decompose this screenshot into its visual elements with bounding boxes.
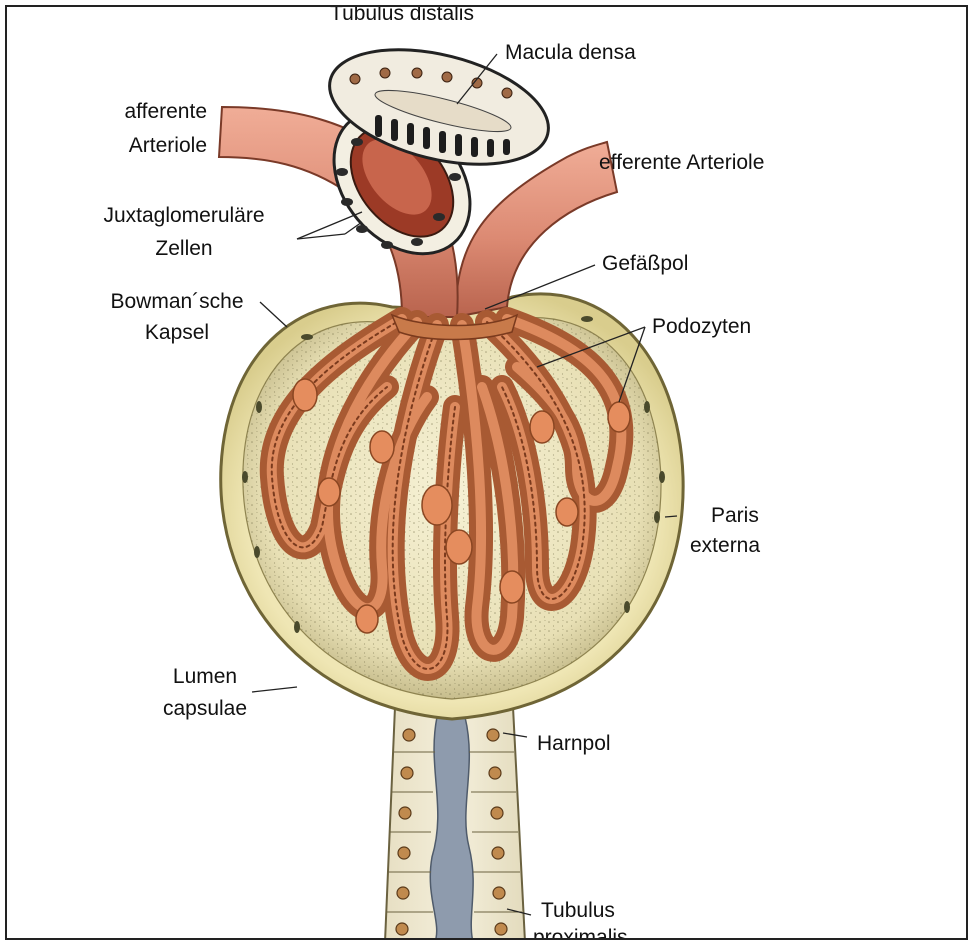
label-paris-externa-line2: externa — [690, 533, 760, 559]
label-juxtaglomerulaere-line1: Juxtaglomeruläre — [89, 203, 279, 229]
label-efferente-arteriole: efferente Arteriole — [599, 150, 764, 176]
label-juxtaglomerulaere-line2: Zellen — [89, 236, 279, 262]
label-afferente-line2: Arteriole — [97, 133, 207, 159]
label-bowman-line2: Kapsel — [97, 320, 257, 346]
tubulus-proximalis — [385, 707, 525, 940]
label-lumen-capsulae-line2: capsulae — [155, 696, 255, 722]
label-podozyten: Podozyten — [652, 314, 751, 340]
label-harnpol: Harnpol — [537, 731, 611, 757]
efferente-arteriole-shape — [455, 142, 617, 317]
label-macula-densa: Macula densa — [505, 40, 636, 66]
label-tubulus-proximalis-line2: proximalis — [533, 925, 628, 940]
label-paris-externa-line1: Paris — [711, 503, 759, 529]
label-tubulus-distalis: Tubulus distalis — [312, 5, 492, 27]
diagram-frame: Tubulus distalis Macula densa afferente … — [5, 5, 968, 940]
label-afferente-line1: afferente — [97, 99, 207, 125]
label-gefaesspol: Gefäßpol — [602, 251, 688, 277]
label-bowman-line1: Bowman´sche — [97, 289, 257, 315]
label-tubulus-proximalis-line1: Tubulus — [541, 898, 615, 924]
label-lumen-capsulae-line1: Lumen — [155, 664, 255, 690]
